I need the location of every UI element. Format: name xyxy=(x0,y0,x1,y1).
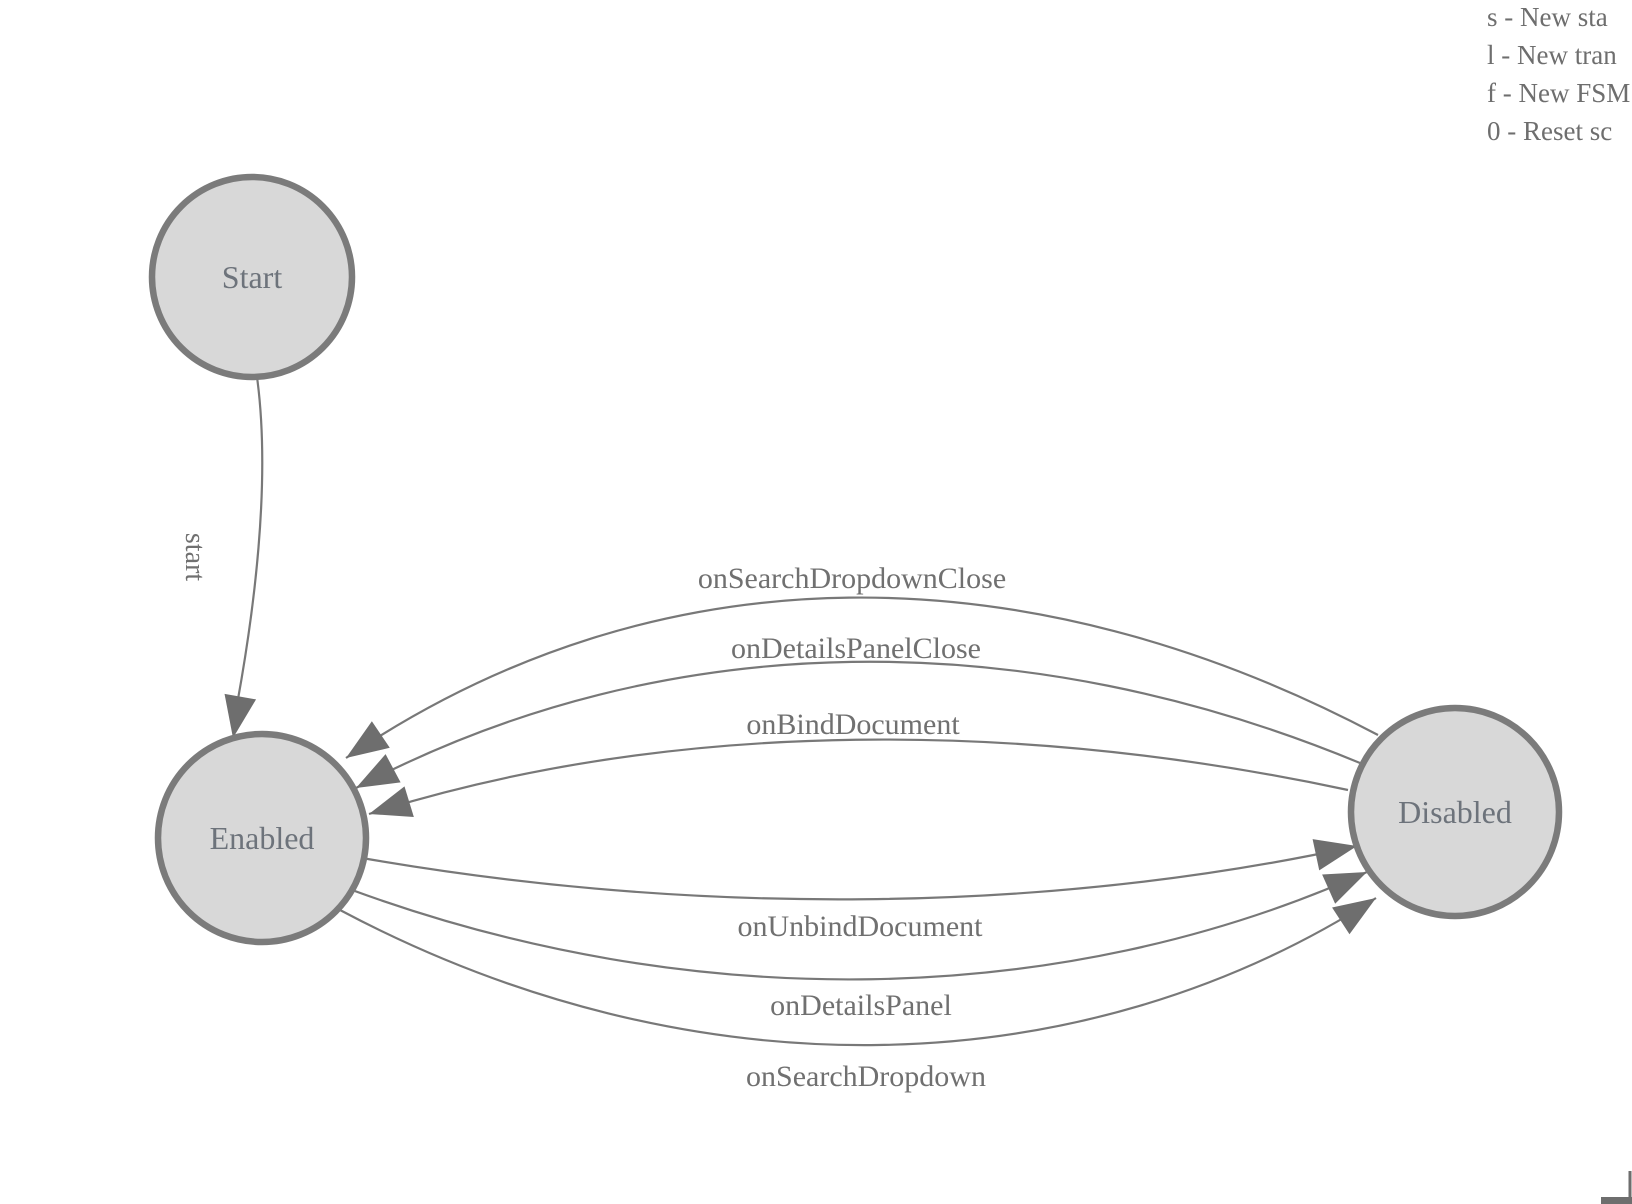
state-circle xyxy=(154,730,370,946)
state-circle xyxy=(148,173,356,381)
arrowhead-icon xyxy=(1312,839,1357,871)
transition-onDetailsPanelClose[interactable]: onDetailsPanelClose xyxy=(348,632,1361,802)
transition-label: onDetailsPanel xyxy=(770,989,952,1022)
transition-onUnbindDocument[interactable]: onUnbindDocument xyxy=(361,830,1360,943)
state-node-enabled[interactable]: Enabled xyxy=(154,730,370,946)
transition-onBindDocument[interactable]: onBindDocument xyxy=(364,708,1349,829)
transition-label: onUnbindDocument xyxy=(738,910,984,943)
transition-label: onBindDocument xyxy=(746,708,960,741)
corner-handle-vertical-bar xyxy=(1628,1171,1632,1204)
legend-line-new-state: s - New sta xyxy=(1487,2,1608,32)
transition-label: start xyxy=(179,533,210,581)
transition-start[interactable]: start xyxy=(179,376,264,741)
transition-path xyxy=(339,897,1377,1047)
arrowhead-icon xyxy=(346,721,390,758)
transition-onSearchDropdown[interactable]: onSearchDropdown xyxy=(339,885,1385,1093)
legend-line-new-fsm: f - New FSM xyxy=(1487,78,1631,108)
transition-onDetailsPanel[interactable]: onDetailsPanel xyxy=(351,857,1374,1022)
state-label: Disabled xyxy=(1398,794,1512,830)
transition-path xyxy=(368,738,1349,816)
canvas-corner-handle xyxy=(1601,1171,1632,1204)
transition-path xyxy=(361,844,1358,901)
transition-label: onSearchDropdown xyxy=(746,1060,986,1093)
state-label: Enabled xyxy=(210,820,315,856)
state-node-disabled[interactable]: Disabled xyxy=(1347,704,1563,920)
arrowhead-icon xyxy=(1322,872,1367,904)
transition-path xyxy=(351,870,1368,981)
arrowhead-icon xyxy=(356,754,401,788)
arrowhead-icon xyxy=(369,786,414,818)
arrowhead-icon xyxy=(1332,898,1376,935)
state-label: Start xyxy=(222,259,283,295)
transition-path xyxy=(231,376,264,727)
state-circle xyxy=(1347,704,1563,920)
transition-label: onDetailsPanelClose xyxy=(731,632,981,665)
legend-line-new-transition: l - New tran xyxy=(1487,40,1617,70)
state-node-start[interactable]: Start xyxy=(148,173,356,381)
arrowhead-icon xyxy=(224,693,257,738)
transition-onSearchDropdownClose[interactable]: onSearchDropdownClose xyxy=(337,562,1379,771)
legend-line-reset-scale: 0 - Reset sc xyxy=(1487,116,1613,146)
transition-path xyxy=(345,596,1379,759)
transition-label: onSearchDropdownClose xyxy=(698,562,1006,595)
corner-handle-horizontal-bar xyxy=(1601,1197,1632,1204)
transition-path xyxy=(355,660,1361,789)
